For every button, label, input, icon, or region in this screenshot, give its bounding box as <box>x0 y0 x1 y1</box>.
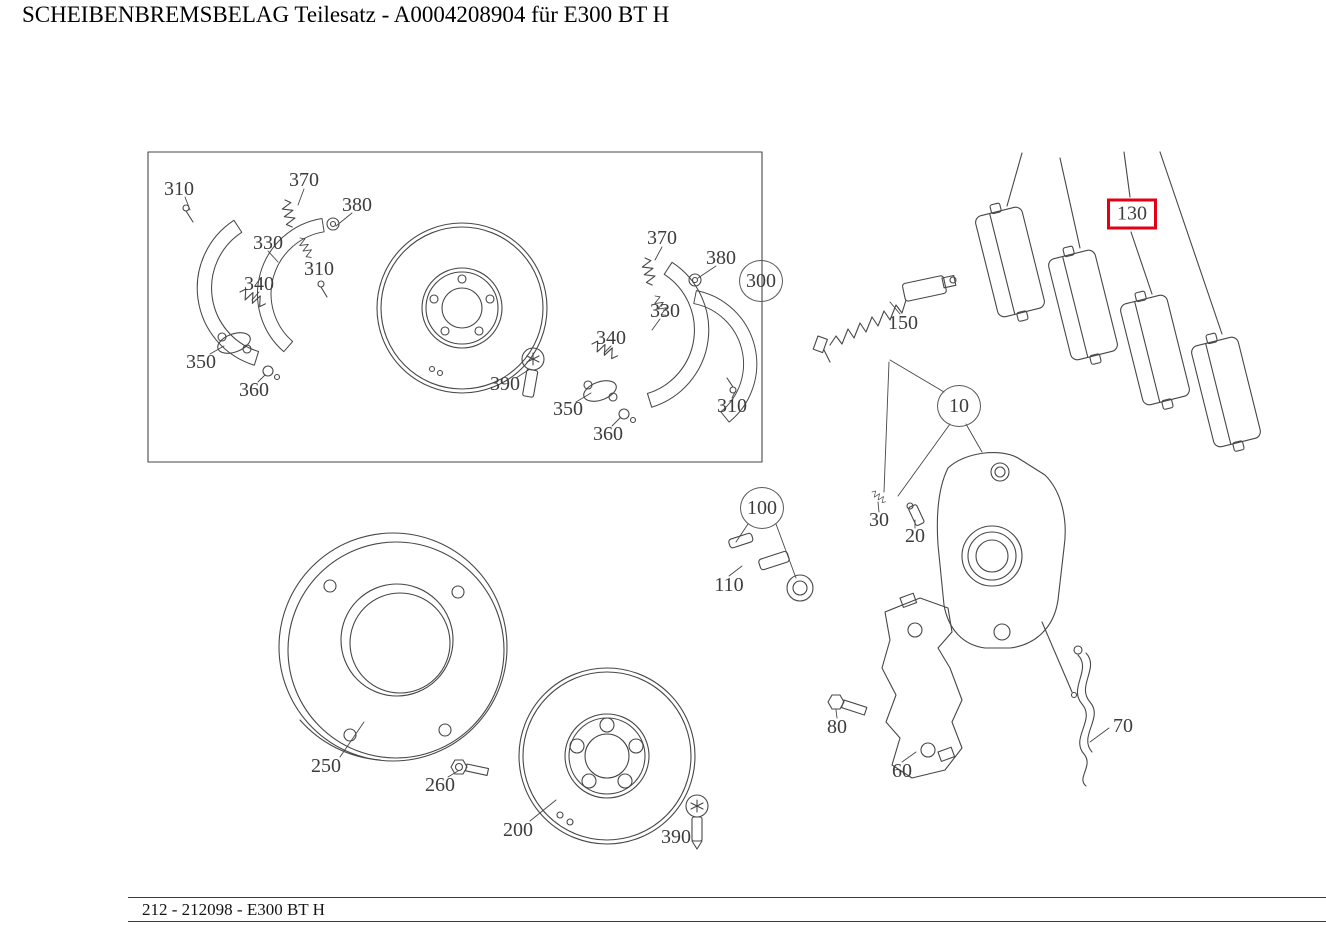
screw-390-upper <box>521 347 545 398</box>
part-label-350[interactable]: 350 <box>186 351 216 373</box>
part-label-300[interactable]: 300 <box>739 260 783 302</box>
part-label-150[interactable]: 150 <box>888 312 918 334</box>
screw-390-lower <box>685 794 709 850</box>
part-label-130-selected[interactable]: 130 <box>1107 198 1157 230</box>
pad-retaining-spring <box>1073 645 1095 787</box>
part-label-350[interactable]: 350 <box>553 398 583 420</box>
part-label-10[interactable]: 10 <box>937 385 981 427</box>
footer-rule-top <box>128 897 1326 898</box>
part-label-390[interactable]: 390 <box>661 826 691 848</box>
part-label-330[interactable]: 330 <box>650 300 680 322</box>
part-label-380[interactable]: 380 <box>706 247 736 269</box>
brake-caliper <box>936 452 1078 699</box>
part-label-340[interactable]: 340 <box>244 273 274 295</box>
guide-bolts <box>869 489 925 527</box>
part-label-260[interactable]: 260 <box>425 774 455 796</box>
part-label-330[interactable]: 330 <box>253 232 283 254</box>
leader-lines <box>184 188 1110 822</box>
part-label-310[interactable]: 310 <box>717 395 747 417</box>
part-label-20[interactable]: 20 <box>905 525 925 547</box>
part-label-200[interactable]: 200 <box>503 819 533 841</box>
brake-disc <box>518 667 696 845</box>
part-label-110[interactable]: 110 <box>714 574 744 596</box>
footer-rule-bottom <box>128 921 1326 922</box>
parking-brake-frame <box>147 151 763 463</box>
part-label-250[interactable]: 250 <box>311 755 341 777</box>
disc-bolt <box>450 759 490 776</box>
part-label-390[interactable]: 390 <box>490 373 520 395</box>
part-label-60[interactable]: 60 <box>892 760 912 782</box>
part-label-310[interactable]: 310 <box>164 178 194 200</box>
part-label-310[interactable]: 310 <box>304 258 334 280</box>
dust-shield <box>278 532 508 762</box>
part-label-370[interactable]: 370 <box>647 227 677 249</box>
page-title: SCHEIBENBREMSBELAG Teilesatz - A00042089… <box>22 2 670 27</box>
part-label-80[interactable]: 80 <box>827 716 847 738</box>
carrier-bolt <box>827 694 868 716</box>
part-label-360[interactable]: 360 <box>239 379 269 401</box>
part-label-360[interactable]: 360 <box>593 423 623 445</box>
part-label-340[interactable]: 340 <box>596 327 626 349</box>
brake-pad-set <box>971 151 1265 457</box>
footer-reference: 212 - 212098 - E300 BT H <box>142 900 325 919</box>
part-label-30[interactable]: 30 <box>869 509 889 531</box>
parking-brake-shoes-left <box>182 198 340 381</box>
part-label-370[interactable]: 370 <box>289 169 319 191</box>
parking-brake-disc <box>376 222 548 394</box>
part-label-70[interactable]: 70 <box>1113 715 1133 737</box>
part-label-100[interactable]: 100 <box>740 487 784 529</box>
part-label-380[interactable]: 380 <box>342 194 372 216</box>
caliper-carrier <box>881 592 963 779</box>
